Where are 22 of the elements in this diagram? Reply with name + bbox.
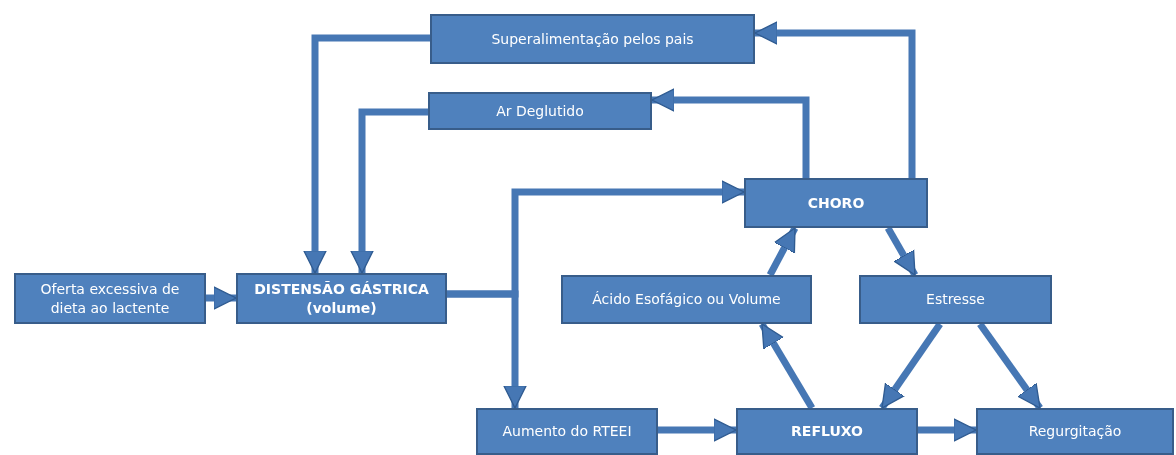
block-arrow <box>879 322 943 410</box>
process-box: Estresse <box>859 275 1052 324</box>
block-arrow <box>303 34 430 274</box>
process-box: DISTENSÃO GÁSTRICA (volume) <box>236 273 447 324</box>
cause-box: Superalimentação pelos pais <box>430 14 755 64</box>
process-box: REFLUXO <box>736 408 918 455</box>
block-arrow <box>651 88 810 178</box>
process-box: Ácido Esofágico ou Volume <box>561 275 812 324</box>
block-arrow <box>884 226 919 277</box>
block-arrow <box>766 226 799 277</box>
block-arrow <box>447 290 527 409</box>
symptom-box: CHORO <box>744 178 928 228</box>
block-arrow <box>759 322 815 410</box>
block-arrow <box>658 418 737 442</box>
outcome-box: Regurgitação <box>976 408 1174 455</box>
block-arrow <box>918 418 977 442</box>
process-box: Aumento do RTEEI <box>476 408 658 455</box>
block-arrow <box>754 21 916 178</box>
block-arrow <box>350 108 428 274</box>
cause-box: Ar Deglutido <box>428 92 652 130</box>
block-arrow <box>206 286 237 310</box>
cause-box: Oferta excessiva de dieta ao lactente <box>14 273 206 324</box>
